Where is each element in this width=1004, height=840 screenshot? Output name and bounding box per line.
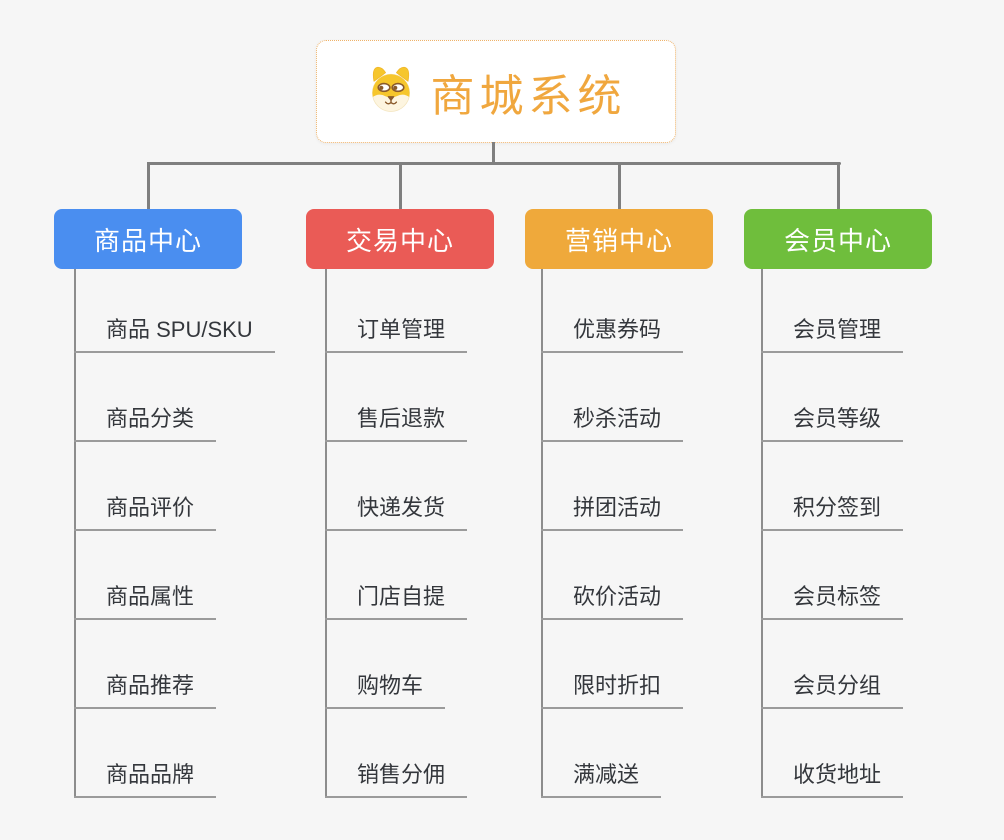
branch-node-trade-center[interactable]: 交易中心 [306, 209, 494, 269]
leaf-label: 优惠券码 [541, 312, 684, 353]
leaf-item[interactable]: 销售分佣 [325, 709, 468, 798]
branch-marketing-items: 优惠券码 秒杀活动 拼团活动 砍价活动 限时折扣 满减送 [541, 264, 684, 798]
dog-face-icon [366, 65, 416, 118]
leaf-item[interactable]: 秒杀活动 [541, 353, 684, 442]
leaf-label: 订单管理 [325, 312, 468, 353]
connector-drop-trade [399, 162, 402, 210]
leaf-label: 拼团活动 [541, 490, 684, 531]
leaf-item[interactable]: 门店自提 [325, 531, 468, 620]
leaf-label: 商品 SPU/SKU [74, 312, 275, 353]
branch-member-items: 会员管理 会员等级 积分签到 会员标签 会员分组 收货地址 [761, 264, 904, 798]
leaf-item[interactable]: 会员分组 [761, 620, 904, 709]
leaf-item[interactable]: 会员等级 [761, 353, 904, 442]
leaf-label: 快递发货 [325, 490, 468, 531]
leaf-label: 会员等级 [761, 401, 904, 442]
leaf-item[interactable]: 商品评价 [74, 442, 217, 531]
leaf-label: 满减送 [541, 757, 662, 798]
leaf-label: 会员标签 [761, 579, 904, 620]
leaf-label: 积分签到 [761, 490, 904, 531]
leaf-item[interactable]: 售后退款 [325, 353, 468, 442]
connector-column-line-trade [325, 269, 327, 798]
leaf-label: 砍价活动 [541, 579, 684, 620]
leaf-item[interactable]: 商品品牌 [74, 709, 217, 798]
leaf-item[interactable]: 快递发货 [325, 442, 468, 531]
leaf-item[interactable]: 商品推荐 [74, 620, 217, 709]
leaf-label: 商品分类 [74, 401, 217, 442]
leaf-label: 商品品牌 [74, 757, 217, 798]
leaf-item[interactable]: 优惠券码 [541, 264, 684, 353]
leaf-item[interactable]: 会员管理 [761, 264, 904, 353]
leaf-item[interactable]: 积分签到 [761, 442, 904, 531]
leaf-item[interactable]: 订单管理 [325, 264, 468, 353]
leaf-item[interactable]: 会员标签 [761, 531, 904, 620]
leaf-label: 会员管理 [761, 312, 904, 353]
connector-column-line-marketing [541, 269, 543, 798]
leaf-item[interactable]: 商品分类 [74, 353, 217, 442]
leaf-label: 会员分组 [761, 668, 904, 709]
branch-node-marketing-center[interactable]: 营销中心 [525, 209, 713, 269]
leaf-item[interactable]: 购物车 [325, 620, 446, 709]
leaf-item[interactable]: 满减送 [541, 709, 662, 798]
connector-drop-product [147, 162, 150, 210]
connector-horizontal [147, 162, 841, 165]
branch-node-product-center[interactable]: 商品中心 [54, 209, 242, 269]
leaf-label: 商品评价 [74, 490, 217, 531]
connector-column-line-member [761, 269, 763, 798]
root-title: 商城系统 [430, 71, 627, 121]
connector-root-stem [492, 142, 495, 164]
leaf-label: 秒杀活动 [541, 401, 684, 442]
branch-node-member-center[interactable]: 会员中心 [744, 209, 932, 269]
connector-column-line-product [74, 269, 76, 798]
branch-product-items: 商品 SPU/SKU 商品分类 商品评价 商品属性 商品推荐 商品品牌 [74, 264, 275, 798]
leaf-item[interactable]: 收货地址 [761, 709, 904, 798]
leaf-label: 售后退款 [325, 401, 468, 442]
leaf-label: 商品推荐 [74, 668, 217, 709]
leaf-item[interactable]: 砍价活动 [541, 531, 684, 620]
leaf-item[interactable]: 限时折扣 [541, 620, 684, 709]
leaf-item[interactable]: 商品属性 [74, 531, 217, 620]
connector-drop-marketing [618, 162, 621, 210]
root-node[interactable]: 商城系统 [316, 40, 676, 143]
leaf-label: 商品属性 [74, 579, 217, 620]
leaf-label: 销售分佣 [325, 757, 468, 798]
branch-trade-items: 订单管理 售后退款 快递发货 门店自提 购物车 销售分佣 [325, 264, 468, 798]
leaf-label: 购物车 [325, 668, 446, 709]
leaf-item[interactable]: 拼团活动 [541, 442, 684, 531]
leaf-label: 限时折扣 [541, 668, 684, 709]
leaf-item[interactable]: 商品 SPU/SKU [74, 264, 275, 353]
leaf-label: 收货地址 [761, 757, 904, 798]
connector-drop-member [837, 162, 840, 210]
leaf-label: 门店自提 [325, 579, 468, 620]
